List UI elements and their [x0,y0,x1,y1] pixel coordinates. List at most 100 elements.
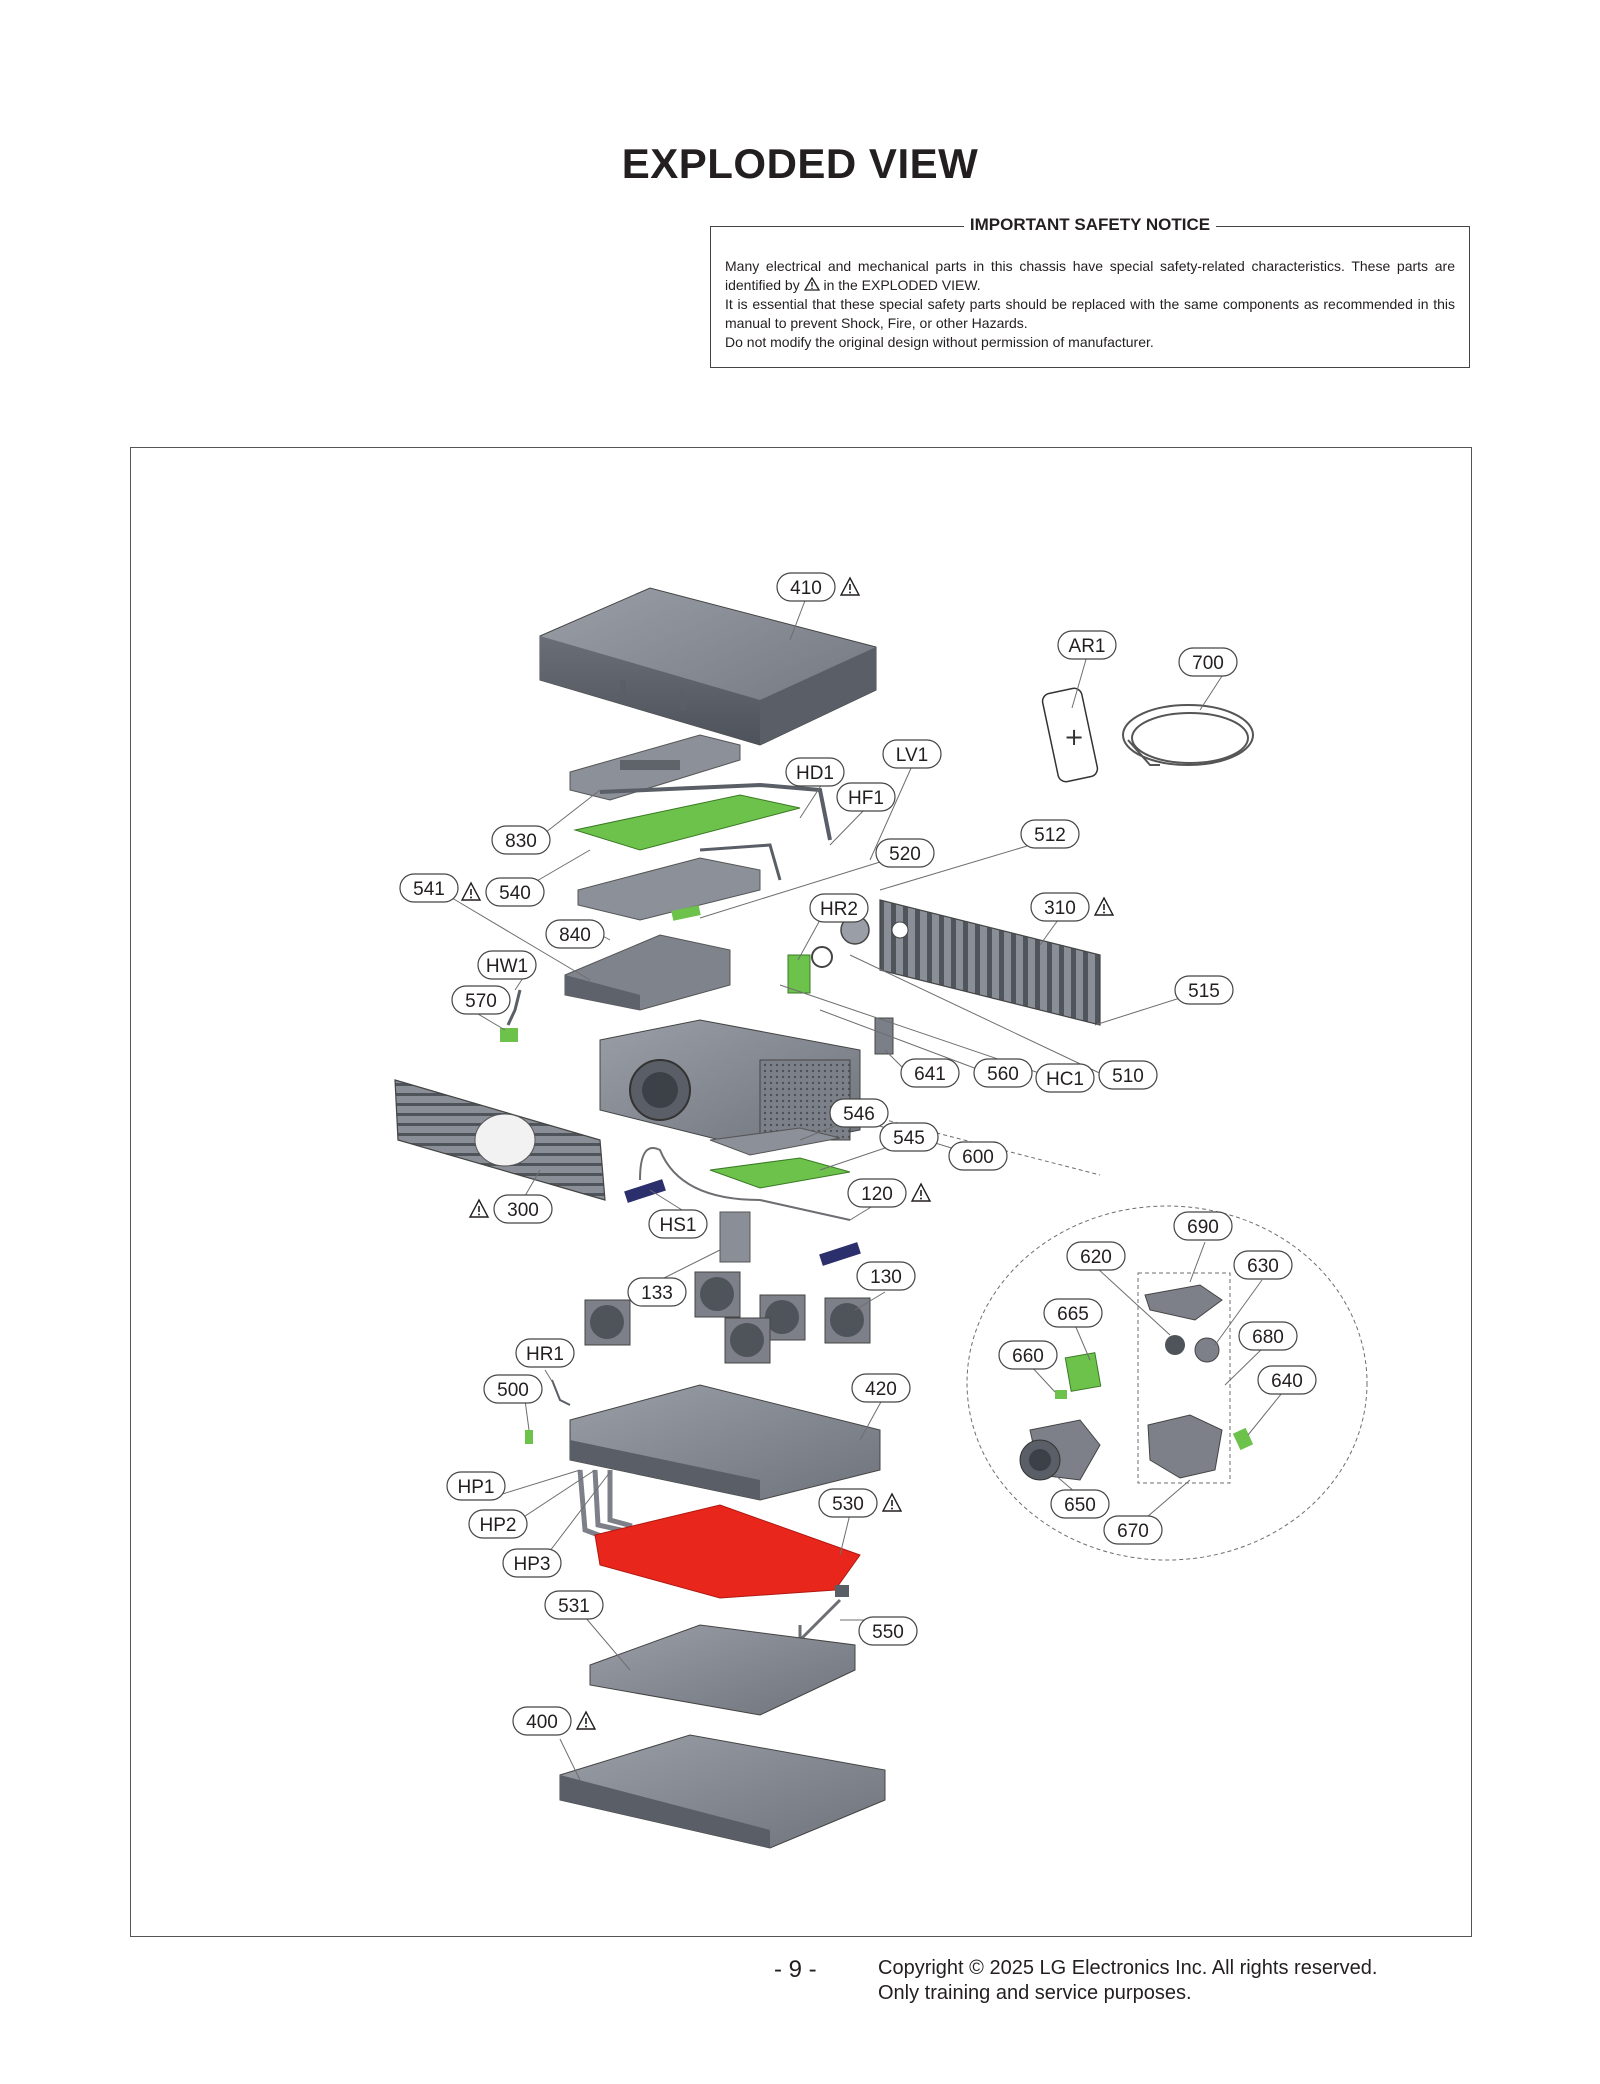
callout-label: 680 [1252,1327,1284,1348]
power-cord-700-part [1122,704,1254,766]
callout-bubble [1035,1063,1095,1093]
warning-triangle-icon [910,1182,932,1202]
callout-label: 700 [1192,653,1224,674]
part-690-detail [1144,1284,1223,1321]
bracket-641-part [874,1017,894,1055]
callout-bubble [1066,1241,1126,1271]
board-660-detail [1055,1390,1067,1399]
safety-notice-para-2: It is essential that these special safet… [725,296,1455,331]
board-545-part [709,1157,851,1189]
callout-510: 510 [1098,1060,1158,1090]
callout-bubble [627,1277,687,1307]
shield-531-part [589,1624,856,1716]
warning-triangle-icon [575,1710,597,1730]
callout-label: 531 [558,1596,590,1617]
callout-bubble [493,1194,553,1224]
callout-hp2: HP2 [468,1509,528,1539]
callout-label: 310 [1044,898,1076,919]
plate-546-part [709,1127,841,1156]
callout-bubble [485,877,545,907]
callout-hd1: HD1 [785,757,845,787]
callout-hc1: HC1 [1035,1063,1095,1093]
callout-133: 133 [627,1277,687,1307]
callout-label: 665 [1057,1304,1089,1325]
safety-notice-body: Many electrical and mechanical parts in … [725,257,1455,352]
callout-bubble [809,893,869,923]
part-120-right [819,1242,861,1266]
callout-bubble [483,1374,543,1404]
part-512-disc [811,946,833,968]
callout-bubble [1178,647,1238,677]
callout-130: 130 [856,1261,916,1291]
page-number: - 9 - [774,1956,817,1983]
callout-label: 410 [790,578,822,599]
detail-circle [966,1205,1368,1561]
callout-bubble [818,1488,878,1518]
callout-label: HP2 [480,1515,517,1536]
callout-665: 665 [1043,1298,1103,1328]
callout-bubble [491,825,551,855]
board-640-detail [1232,1427,1254,1451]
callout-545: 545 [879,1122,939,1152]
bracket-840-part [577,857,761,921]
remote-ar1-part: + [1041,687,1099,783]
callout-label: 520 [889,844,921,865]
callout-label: 130 [870,1267,902,1288]
callout-bubble [829,1098,889,1128]
callout-420: 420 [851,1373,911,1403]
callout-label: 620 [1080,1247,1112,1268]
board-520-part [671,905,701,921]
cable-lv1-part [699,843,782,881]
cable-hd1-part [599,782,832,841]
callout-bubble [1098,1060,1158,1090]
callout-bubble [973,1058,1033,1088]
callout-label: 400 [526,1712,558,1733]
callout-bubble [856,1261,916,1291]
callout-label: 133 [641,1283,673,1304]
callout-bubble [502,1548,562,1578]
part-hs1-left [624,1179,666,1203]
callout-570: 570 [451,985,511,1015]
frame-541-part [564,934,731,1011]
callout-label: HD1 [796,763,834,784]
safety-notice-text-1a: Many electrical and mechanical parts in … [725,258,1455,293]
callout-bubble [785,757,845,787]
bracket-830-part [569,734,741,801]
callout-label: 510 [1112,1066,1144,1087]
part-620-detail [1165,1335,1185,1355]
callout-label: 650 [1064,1495,1096,1516]
safety-notice-box: IMPORTANT SAFETY NOTICE Many electrical … [710,215,1470,368]
callout-label: 600 [962,1147,994,1168]
callout-531: 531 [544,1590,604,1620]
cable-hs1-part [639,1147,851,1221]
warning-triangle-icon [803,277,820,291]
callout-bubble [468,1509,528,1539]
lens-650-detail [1019,1419,1101,1481]
callout-bubble [1020,819,1080,849]
callout-label: 420 [865,1379,897,1400]
callout-label: 550 [872,1622,904,1643]
callout-label: 830 [505,831,537,852]
callout-label: 300 [507,1200,539,1221]
optical-engine-600-part [599,1019,861,1151]
callout-620: 620 [1066,1241,1126,1271]
board-hr2-part [787,954,811,994]
callout-bubble [512,1706,572,1736]
callout-bubble [1173,1211,1233,1241]
callout-bubble [545,919,605,949]
callout-label: 570 [465,991,497,1012]
callout-bubble [1174,975,1234,1005]
callout-650: 650 [1050,1489,1110,1519]
safety-notice-heading: IMPORTANT SAFETY NOTICE [963,215,1217,234]
callout-640: 640 [1257,1365,1317,1395]
callout-label: 690 [1187,1217,1219,1238]
callout-bubble [1238,1321,1298,1351]
callout-label: 540 [499,883,531,904]
callout-hw1: HW1 [477,950,537,980]
callout-label: HW1 [486,956,528,977]
callout-300: 300 [468,1194,553,1224]
callout-label: LV1 [896,745,928,766]
detail-box [1137,1272,1231,1484]
callout-bubble [900,1058,960,1088]
